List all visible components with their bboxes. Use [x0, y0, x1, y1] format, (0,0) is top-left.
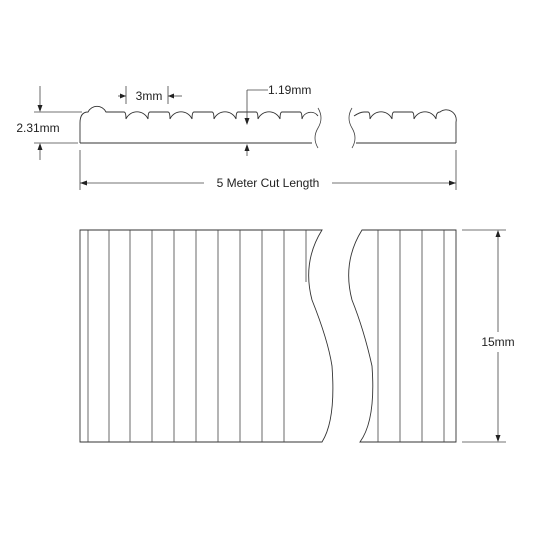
belt-profile-right: [353, 109, 457, 143]
pitch-dimension: 3mm: [118, 86, 182, 104]
belt-side-profile: [79, 105, 457, 149]
break-line-left: [314, 107, 322, 149]
length-label: 5 Meter Cut Length: [217, 176, 320, 190]
thickness-dimension: 2.31mm: [16, 86, 82, 160]
tooth-height-dimension: 1.19mm: [244, 83, 311, 156]
top-view-left-block: [79, 229, 334, 443]
thickness-label: 2.31mm: [16, 121, 59, 135]
tooth-height-label: 1.19mm: [268, 83, 311, 97]
width-label: 15mm: [481, 335, 514, 349]
length-dimension: 5 Meter Cut Length: [79, 150, 457, 190]
pitch-label: 3mm: [136, 89, 163, 103]
top-view-right-block: [348, 229, 457, 443]
break-line-right: [348, 107, 356, 149]
belt-top-view: [79, 229, 457, 443]
width-dimension: 15mm: [462, 229, 515, 443]
belt-profile-left: [79, 105, 319, 143]
